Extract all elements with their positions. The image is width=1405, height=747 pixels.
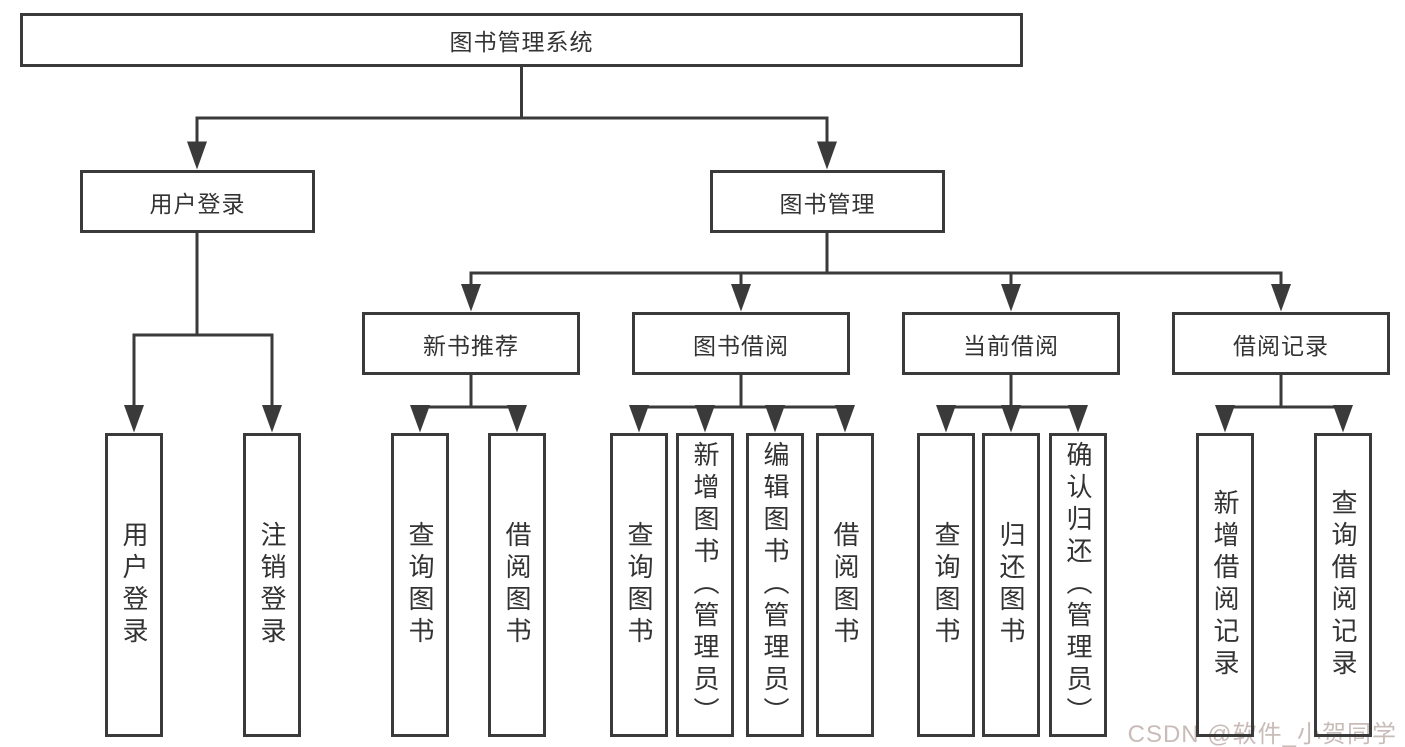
node-user-login-label: 用户登录 xyxy=(149,190,246,217)
leaf-borrow-books-recommend: 借阅图书 xyxy=(488,433,546,737)
leaf-confirm-return-admin: 确认归还（管理员） xyxy=(1049,433,1107,737)
leaf-logout-label: 注销登录 xyxy=(257,521,287,649)
node-root: 图书管理系统 xyxy=(20,13,1023,67)
node-root-label: 图书管理系统 xyxy=(449,29,594,55)
leaf-confirm-return-admin-label: 确认归还（管理员） xyxy=(1063,441,1093,729)
leaf-user-login: 用户登录 xyxy=(105,433,163,737)
node-current-borrowing: 当前借阅 xyxy=(902,312,1120,375)
leaf-query-books-borrowing-label: 查询图书 xyxy=(624,521,654,649)
leaf-query-borrow-record-label: 查询借阅记录 xyxy=(1328,489,1358,681)
leaf-borrow-books-borrowing-label: 借阅图书 xyxy=(830,521,860,649)
leaf-borrow-books-borrowing: 借阅图书 xyxy=(816,433,874,737)
leaf-logout: 注销登录 xyxy=(243,433,301,737)
node-current-borrowing-label: 当前借阅 xyxy=(963,332,1059,359)
node-new-book-recommend: 新书推荐 xyxy=(362,312,580,375)
node-borrowing-records-label: 借阅记录 xyxy=(1233,332,1329,359)
leaf-edit-books-admin-label: 编辑图书（管理员） xyxy=(760,441,790,729)
leaf-query-books-recommend: 查询图书 xyxy=(391,433,449,737)
node-book-borrowing: 图书借阅 xyxy=(632,312,850,375)
leaf-edit-books-admin: 编辑图书（管理员） xyxy=(746,433,804,737)
leaf-query-books-recommend-label: 查询图书 xyxy=(405,521,435,649)
leaf-return-books: 归还图书 xyxy=(982,433,1040,737)
node-new-book-recommend-label: 新书推荐 xyxy=(423,332,519,359)
node-book-management-label: 图书管理 xyxy=(779,190,876,217)
leaf-add-borrow-record: 新增借阅记录 xyxy=(1196,433,1254,737)
node-user-login: 用户登录 xyxy=(80,170,315,233)
leaf-query-books-current-label: 查询图书 xyxy=(931,521,961,649)
node-borrowing-records: 借阅记录 xyxy=(1172,312,1390,375)
leaf-return-books-label: 归还图书 xyxy=(996,521,1026,649)
leaf-borrow-books-recommend-label: 借阅图书 xyxy=(502,521,532,649)
leaf-user-login-label: 用户登录 xyxy=(119,521,149,649)
leaf-query-books-current: 查询图书 xyxy=(917,433,975,737)
leaf-add-books-admin: 新增图书（管理员） xyxy=(676,433,734,737)
leaf-add-books-admin-label: 新增图书（管理员） xyxy=(690,441,720,729)
node-book-management: 图书管理 xyxy=(710,170,945,233)
leaf-query-books-borrowing: 查询图书 xyxy=(610,433,668,737)
leaf-add-borrow-record-label: 新增借阅记录 xyxy=(1210,489,1240,681)
leaf-query-borrow-record: 查询借阅记录 xyxy=(1314,433,1372,737)
node-book-borrowing-label: 图书借阅 xyxy=(693,332,789,359)
